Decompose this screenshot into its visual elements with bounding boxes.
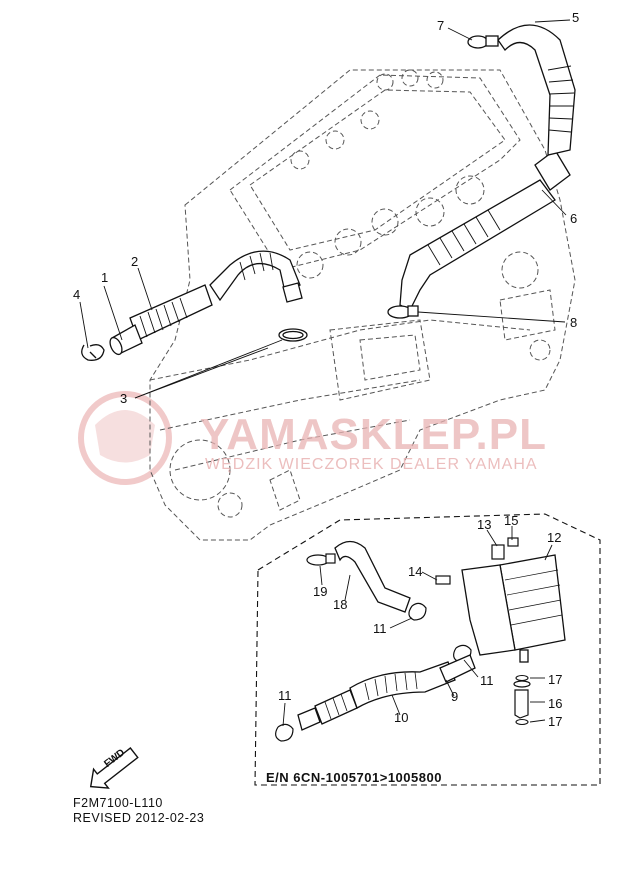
clip-4 [81, 344, 105, 361]
leader-lines [79, 19, 571, 399]
inset-frame [254, 513, 601, 786]
fitting-16 [513, 680, 531, 719]
callout-5: 5 [572, 10, 580, 25]
callout-3: 3 [120, 391, 128, 406]
callout-19: 19 [313, 584, 328, 599]
watermark-text: YAMASKLEP.PL [200, 410, 547, 459]
hose-18 [334, 540, 411, 613]
serial-range-note: E/N 6CN-1005701>1005800 [266, 770, 442, 785]
callout-10: 10 [394, 710, 409, 725]
callout-2: 2 [131, 254, 139, 269]
callout-9: 9 [451, 689, 459, 704]
diagram-code: F2M7100-L110 [73, 796, 163, 810]
bolt-13-15 [491, 537, 519, 560]
inset-leader-lines [282, 526, 553, 727]
revision-date: REVISED 2012-02-23 [73, 811, 205, 825]
callout-11-left: 11 [278, 688, 292, 703]
callout-17-lower: 17 [548, 714, 563, 729]
clamp-19 [306, 553, 336, 566]
callout-11-right: 11 [480, 673, 494, 688]
callout-12: 12 [547, 530, 562, 545]
callout-13: 13 [477, 517, 492, 532]
hose-10 [297, 661, 456, 731]
callout-17-upper: 17 [548, 672, 563, 687]
callout-8: 8 [570, 315, 578, 330]
breather-hose-2 [129, 250, 303, 341]
pipe-9 [439, 654, 476, 683]
watermark-logo [78, 391, 172, 485]
callout-15: 15 [504, 513, 519, 528]
o-ring-3 [278, 328, 308, 342]
callout-16: 16 [548, 696, 563, 711]
pipe-1 [109, 324, 143, 356]
callout-18: 18 [333, 597, 348, 612]
clip-17 [515, 674, 529, 726]
clamp-7 [467, 35, 499, 49]
watermark-subtext: WĘDZIK WIECZOREK DEALER YAMAHA [205, 456, 538, 473]
callout-7: 7 [437, 18, 445, 33]
breather-hose-6 [399, 149, 571, 311]
oil-cooler-12 [461, 554, 566, 663]
callout-1: 1 [101, 270, 109, 285]
callout-11-upper: 11 [373, 621, 387, 636]
callout-14: 14 [408, 564, 423, 579]
callout-6: 6 [570, 211, 578, 226]
clamp-8 [387, 305, 419, 319]
breather-hose-5 [497, 24, 576, 156]
bolt-14 [435, 575, 451, 585]
callout-4: 4 [73, 287, 81, 302]
fwd-arrow-icon [89, 747, 139, 789]
